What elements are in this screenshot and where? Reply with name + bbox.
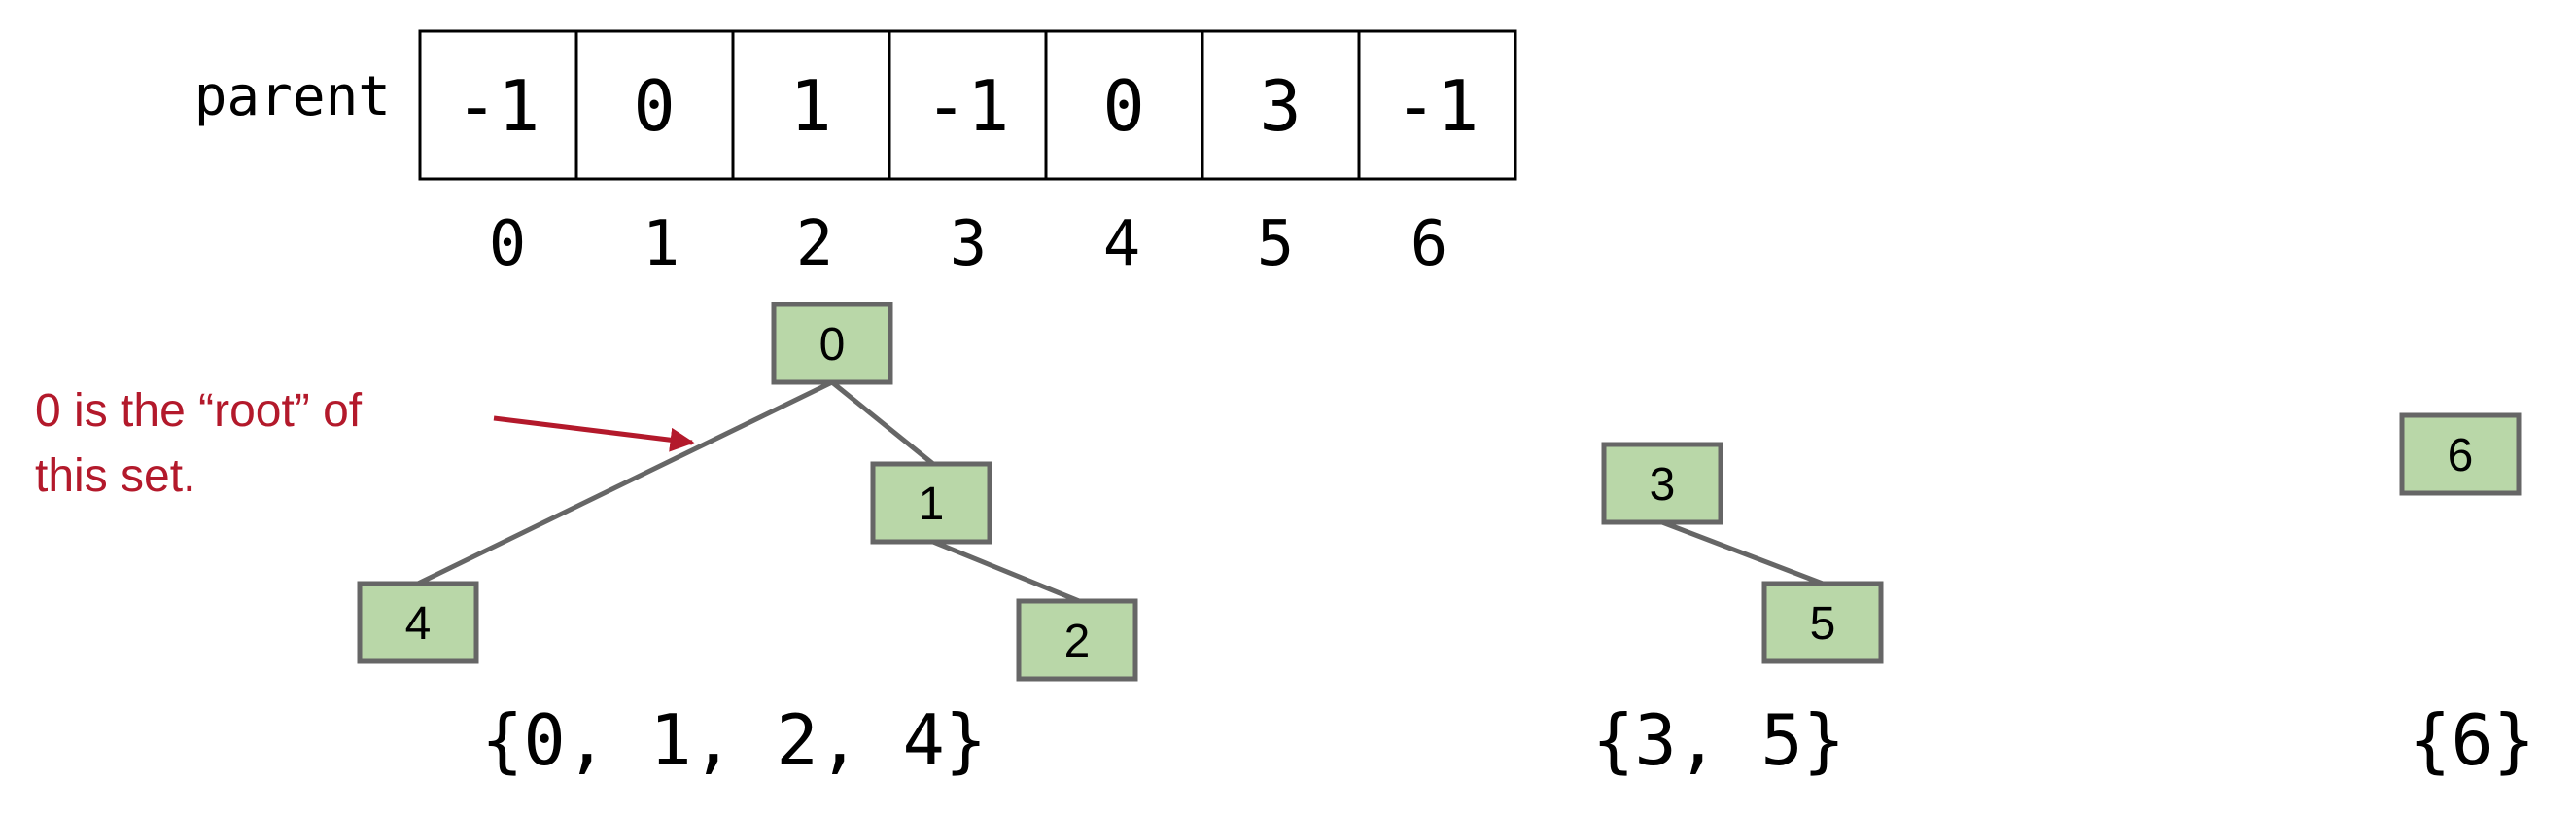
set-label-b: {3, 5}: [1592, 699, 1845, 781]
annotation-line-1: 0 is the “root” of: [35, 385, 363, 437]
array-value: 3: [1259, 65, 1301, 147]
array-value: -1: [925, 65, 1010, 147]
annotation-arrow: [493, 415, 695, 452]
node-label: 4: [405, 598, 432, 650]
edge-0-4: [416, 379, 834, 586]
array-value: 0: [1102, 65, 1144, 147]
tree-edges: [416, 379, 1824, 604]
array-index: 6: [1410, 208, 1448, 280]
edge-3-5: [1661, 519, 1824, 586]
node-label: 1: [919, 479, 945, 530]
array-index: 1: [643, 208, 680, 280]
annotation-line-2: this set.: [35, 450, 195, 502]
edge-0-1: [830, 380, 935, 466]
array-value: -1: [1395, 65, 1479, 147]
array-index: 2: [796, 208, 834, 280]
node-label: 6: [2448, 430, 2474, 481]
array-index: 0: [489, 208, 527, 280]
array-index: 4: [1103, 208, 1141, 280]
parent-array: [418, 29, 1517, 181]
set-label-a: {0, 1, 2, 4}: [481, 699, 987, 781]
array-value: -1: [456, 65, 540, 147]
array-value: 0: [633, 65, 675, 147]
array-value: 1: [789, 65, 831, 147]
array-index: 5: [1257, 208, 1295, 280]
tree-node-3: [1601, 442, 1723, 525]
array-cell: [1357, 29, 1517, 181]
array-label: parent: [194, 65, 391, 128]
tree-node-5: [1761, 581, 1884, 664]
tree-node-0: [771, 302, 893, 385]
set-label-c: {6}: [2409, 699, 2535, 781]
edge-1-2: [932, 539, 1080, 604]
array-index: 3: [950, 208, 988, 280]
node-label: 3: [1650, 459, 1676, 511]
tree-node-6: [2399, 412, 2522, 496]
node-label: 2: [1064, 616, 1091, 667]
node-label: 5: [1810, 598, 1836, 650]
tree-node-4: [357, 581, 479, 664]
tree-node-1: [870, 461, 992, 545]
node-label: 0: [819, 319, 846, 371]
tree-node-2: [1016, 598, 1138, 682]
